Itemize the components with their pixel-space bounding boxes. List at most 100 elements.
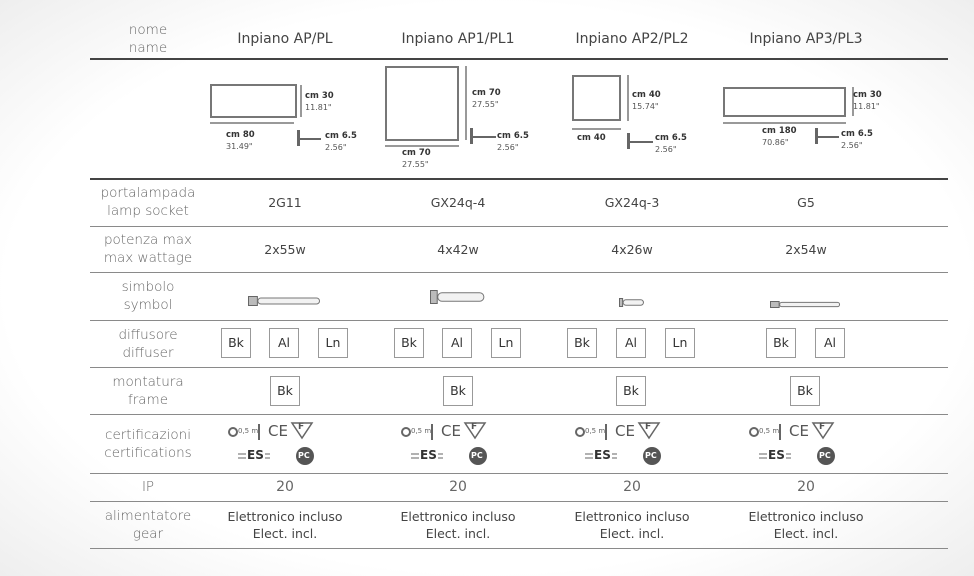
- ce-mark-logo: CE: [615, 422, 635, 440]
- gear-english: Elect. incl.: [773, 526, 839, 541]
- product-name: Inpiano AP/PL: [237, 31, 333, 47]
- row-label-symbol: symbol: [123, 297, 173, 313]
- row-label-diffuser: diffusore: [118, 326, 178, 343]
- height-inches: 11.81": [853, 102, 880, 111]
- ip-rating: 20: [276, 479, 294, 495]
- row-label-socket: lamp socket: [107, 203, 189, 219]
- depth-bracket-icon: [815, 128, 818, 144]
- row-divider: [90, 501, 948, 502]
- depth-bracket-arm: [473, 136, 496, 138]
- ce-mark-logo: CE: [268, 422, 288, 440]
- height-dimension-line: [852, 87, 854, 116]
- row-label-socket: portalampada: [100, 185, 196, 201]
- width-inches: 70.86": [762, 138, 789, 147]
- product-outline: [572, 75, 621, 121]
- ce-mark-logo: CE: [441, 422, 461, 440]
- pct-mark-logo: PC: [645, 451, 657, 460]
- gear-english: Elect. incl.: [599, 526, 665, 541]
- product-outline: [385, 66, 459, 141]
- height-dimension-line: [627, 75, 629, 121]
- es-mark-logo: ES: [767, 448, 786, 462]
- diffuser-option-bk: Bk: [394, 328, 424, 358]
- product-outline: [723, 87, 846, 117]
- max-wattage: 2x55w: [264, 242, 306, 257]
- height-dimension-line: [300, 85, 302, 117]
- width-label: cm 40: [577, 133, 606, 143]
- lamp-socket: G5: [797, 195, 815, 210]
- diffuser-option-ln: Ln: [318, 328, 348, 358]
- lamp-symbol-icon: [430, 289, 486, 304]
- certification-marks: 0,5 m CE F ES PC: [228, 421, 338, 467]
- f-mark-logo: F: [298, 422, 305, 432]
- gear-english: Elect. incl.: [252, 526, 318, 541]
- max-wattage: 4x26w: [611, 242, 653, 257]
- depth-bracket-icon: [297, 130, 300, 146]
- pct-mark-logo: PC: [298, 451, 310, 460]
- row-label-gear: gear: [132, 525, 164, 542]
- width-inches: 31.49": [226, 142, 253, 151]
- diffuser-option-bk: Bk: [221, 328, 251, 358]
- lamp-symbol-icon: [248, 291, 322, 306]
- gear-italian: Elettronico incluso: [400, 509, 516, 524]
- diffuser-option-bk: Bk: [567, 328, 597, 358]
- row-label-symbol: simbolo: [121, 279, 175, 295]
- width-dimension-line: [385, 145, 459, 147]
- distance-mark-logo: 0,5 m: [759, 427, 780, 435]
- depth-inches: 2.56": [325, 143, 347, 152]
- es-mark-logo: ES: [419, 448, 438, 462]
- width-dimension-line: [723, 122, 846, 124]
- diffuser-option-al: Al: [442, 328, 472, 358]
- depth-bracket-arm: [300, 138, 321, 140]
- row-label-gear: alimentatore: [104, 507, 192, 524]
- height-inches: 11.81": [305, 103, 332, 112]
- depth-label: cm 6.5: [841, 129, 873, 139]
- distance-mark-logo: 0,5 m: [411, 427, 432, 435]
- es-mark-logo: ES: [593, 448, 612, 462]
- product-name: Inpiano AP3/PL3: [749, 31, 863, 47]
- distance-mark-logo: 0,5 m: [238, 427, 259, 435]
- f-mark-logo: F: [471, 422, 478, 432]
- row-label-wattage: max wattage: [103, 250, 193, 266]
- depth-bracket-icon: [627, 133, 630, 149]
- row-label-wattage: potenza max: [103, 232, 193, 248]
- row-label-certifications: certificazioni: [105, 426, 191, 443]
- height-label: cm 40: [632, 90, 661, 100]
- diffuser-option-al: Al: [269, 328, 299, 358]
- diffuser-option-ln: Ln: [491, 328, 521, 358]
- row-label-ip: IP: [141, 479, 155, 495]
- frame-option-bk: Bk: [790, 376, 820, 406]
- row-label-certifications: certifications: [104, 444, 192, 461]
- width-dimension-line: [210, 122, 294, 124]
- product-outline: [210, 84, 297, 118]
- row-label-name: name: [128, 40, 168, 56]
- depth-bracket-icon: [470, 128, 473, 144]
- ip-rating: 20: [449, 479, 467, 495]
- gear-italian: Elettronico incluso: [748, 509, 864, 524]
- max-wattage: 2x54w: [785, 242, 827, 257]
- gear-english: Elect. incl.: [425, 526, 491, 541]
- depth-label: cm 6.5: [655, 133, 687, 143]
- depth-bracket-arm: [630, 141, 653, 143]
- row-label-frame: montatura: [112, 373, 184, 390]
- es-mark-logo: ES: [246, 448, 265, 462]
- max-wattage: 4x42w: [437, 242, 479, 257]
- f-mark-logo: F: [819, 422, 826, 432]
- ip-rating: 20: [623, 479, 641, 495]
- frame-option-bk: Bk: [270, 376, 300, 406]
- diffuser-option-al: Al: [815, 328, 845, 358]
- height-label: cm 70: [472, 88, 501, 98]
- row-label-name: nome: [128, 22, 168, 38]
- product-name: Inpiano AP2/PL2: [575, 31, 689, 47]
- row-divider: [90, 473, 948, 474]
- height-dimension-line: [465, 66, 467, 140]
- width-label: cm 70: [402, 148, 431, 158]
- frame-option-bk: Bk: [443, 376, 473, 406]
- width-label: cm 80: [226, 130, 255, 140]
- pct-mark-logo: PC: [819, 451, 831, 460]
- height-inches: 15.74": [632, 102, 659, 111]
- depth-bracket-arm: [818, 136, 839, 138]
- depth-label: cm 6.5: [325, 131, 357, 141]
- lamp-socket: 2G11: [268, 195, 302, 210]
